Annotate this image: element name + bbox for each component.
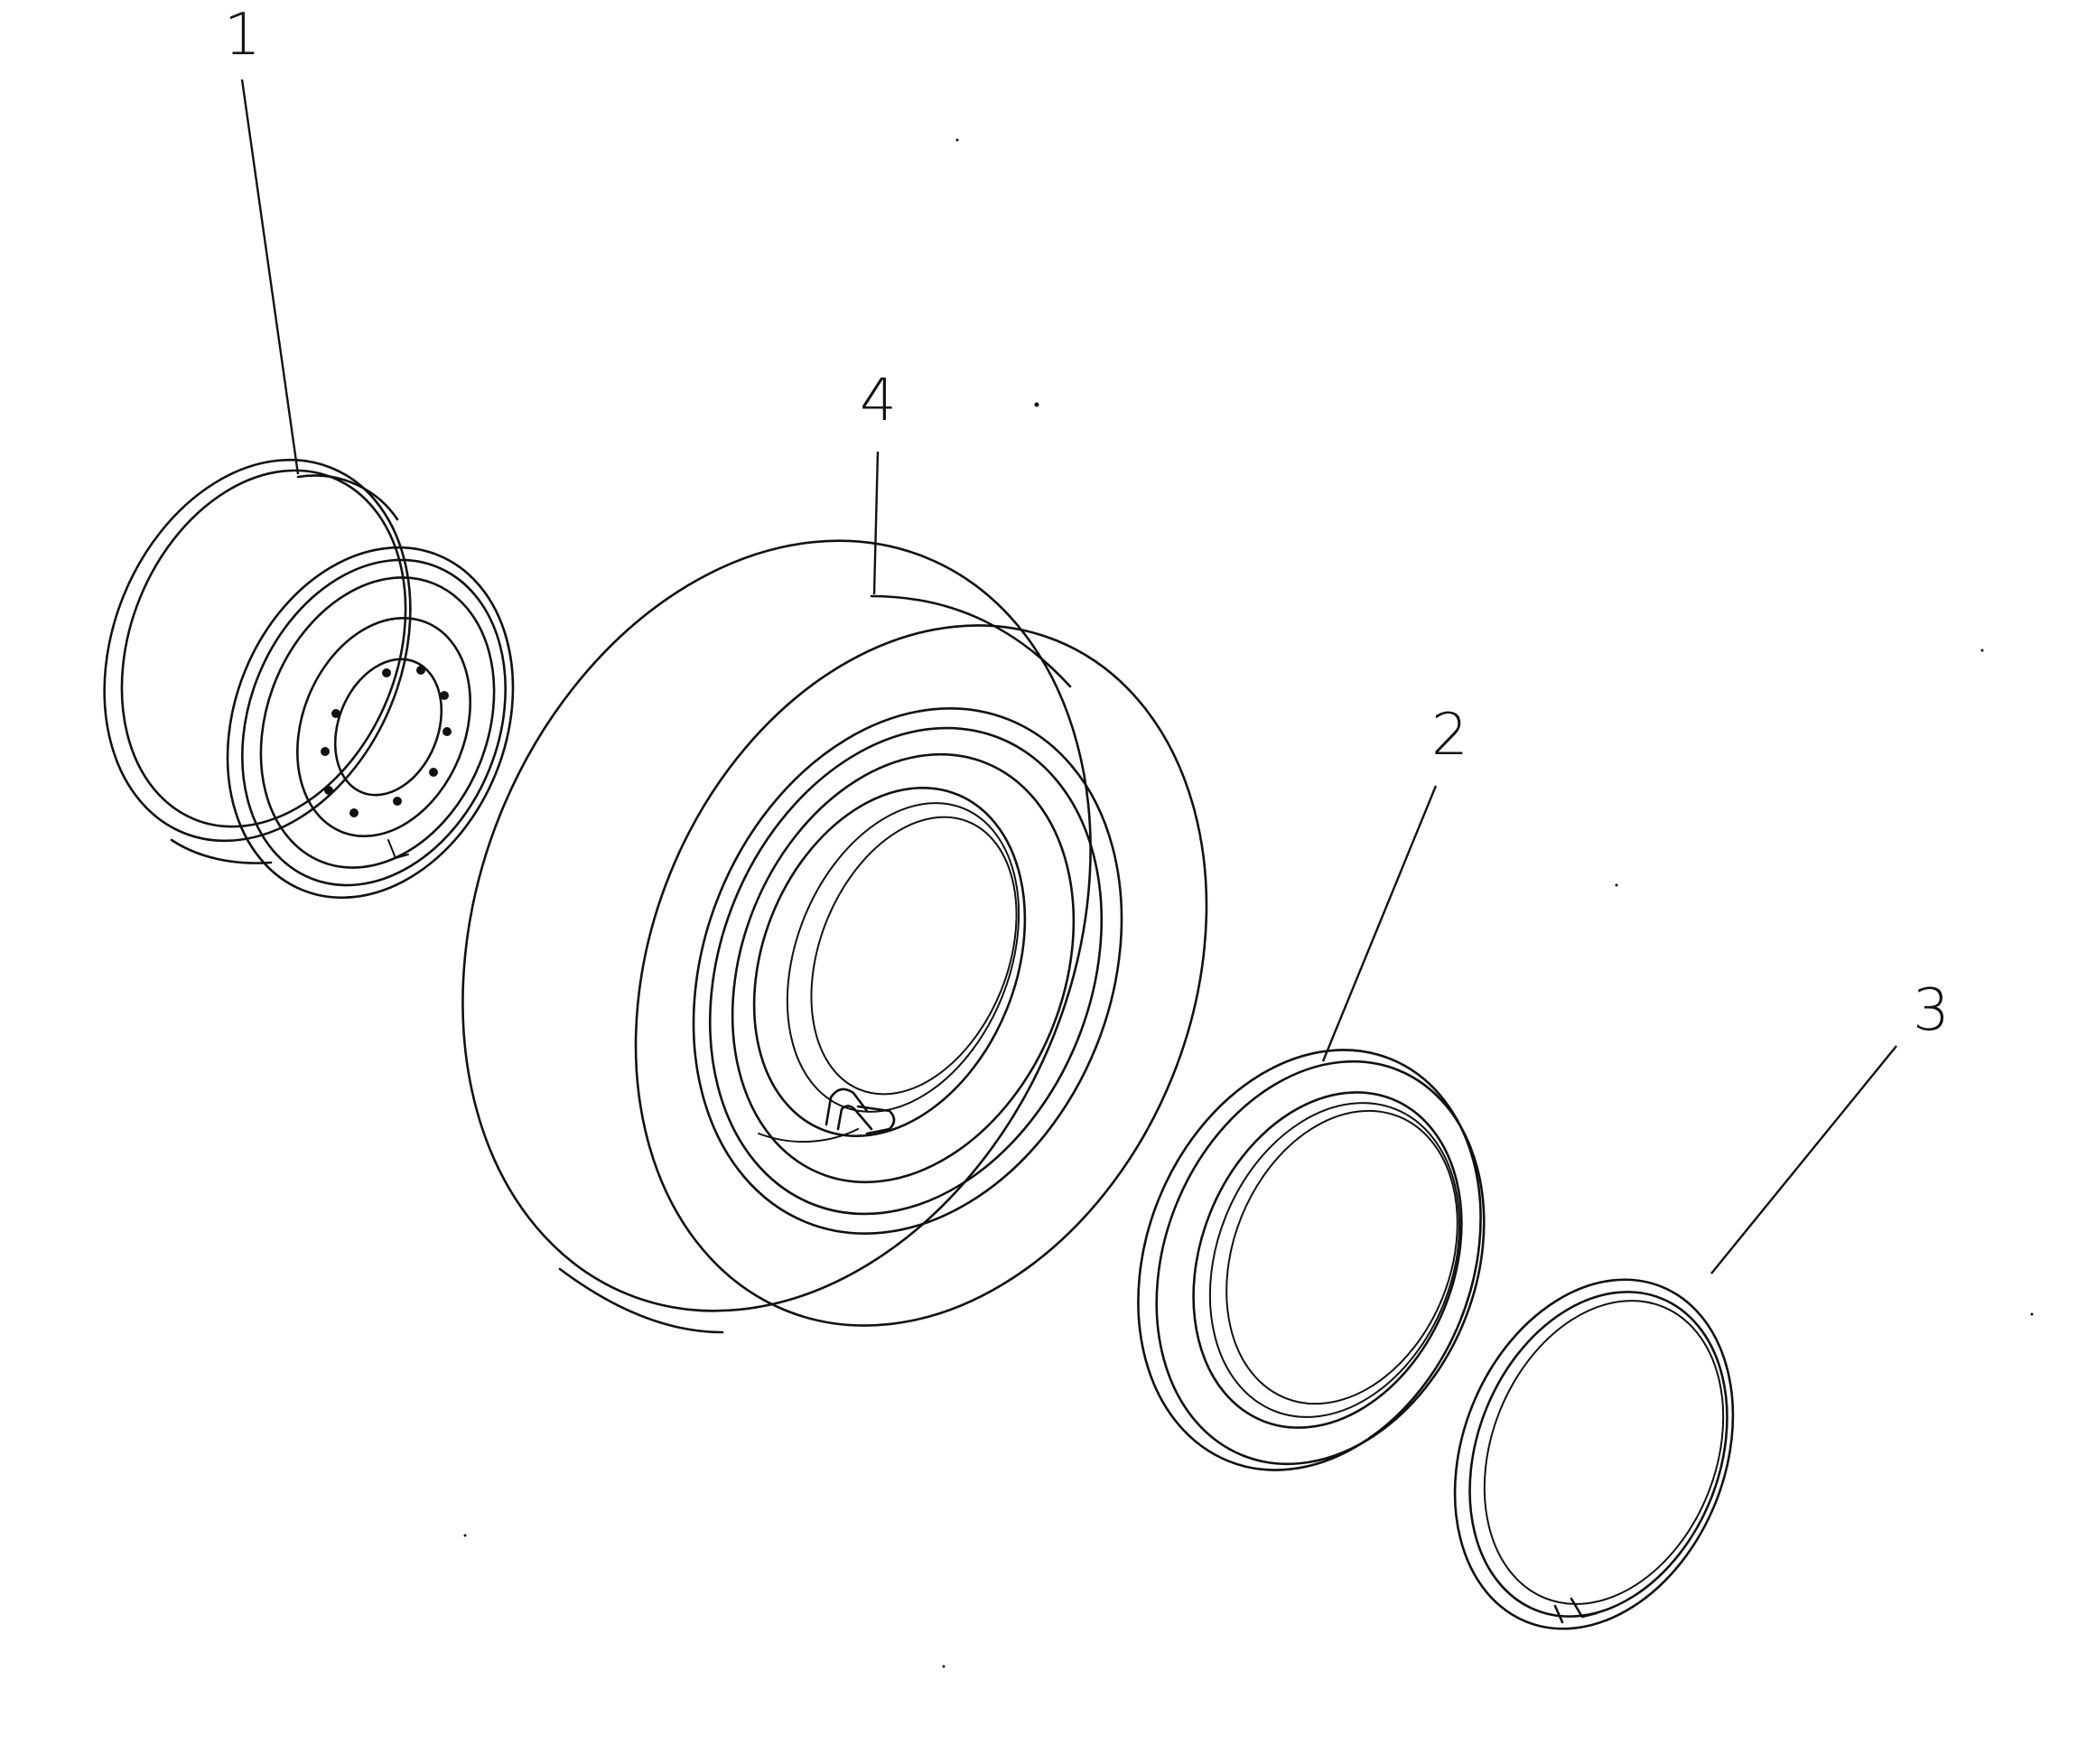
callout-labels: 1 4 2 3 [224,2,1950,1044]
part-tire [461,539,1208,1334]
scan-specks [463,138,2034,1668]
leader-lines [240,79,1897,1274]
part-lock-ring [1453,1278,1735,1630]
part-side-ring [1137,1049,1486,1471]
leader-line-2 [1321,785,1438,1062]
leader-line-4 [872,451,880,595]
callout-label-2: 2 [1431,702,1468,769]
callout-label-4: 4 [860,368,897,434]
leader-line-3 [1710,1045,1897,1274]
callout-label-1: 1 [224,2,261,69]
callout-label-3: 3 [1913,977,1950,1044]
part-rim-wheel [103,458,515,900]
leader-line-1 [240,79,300,475]
